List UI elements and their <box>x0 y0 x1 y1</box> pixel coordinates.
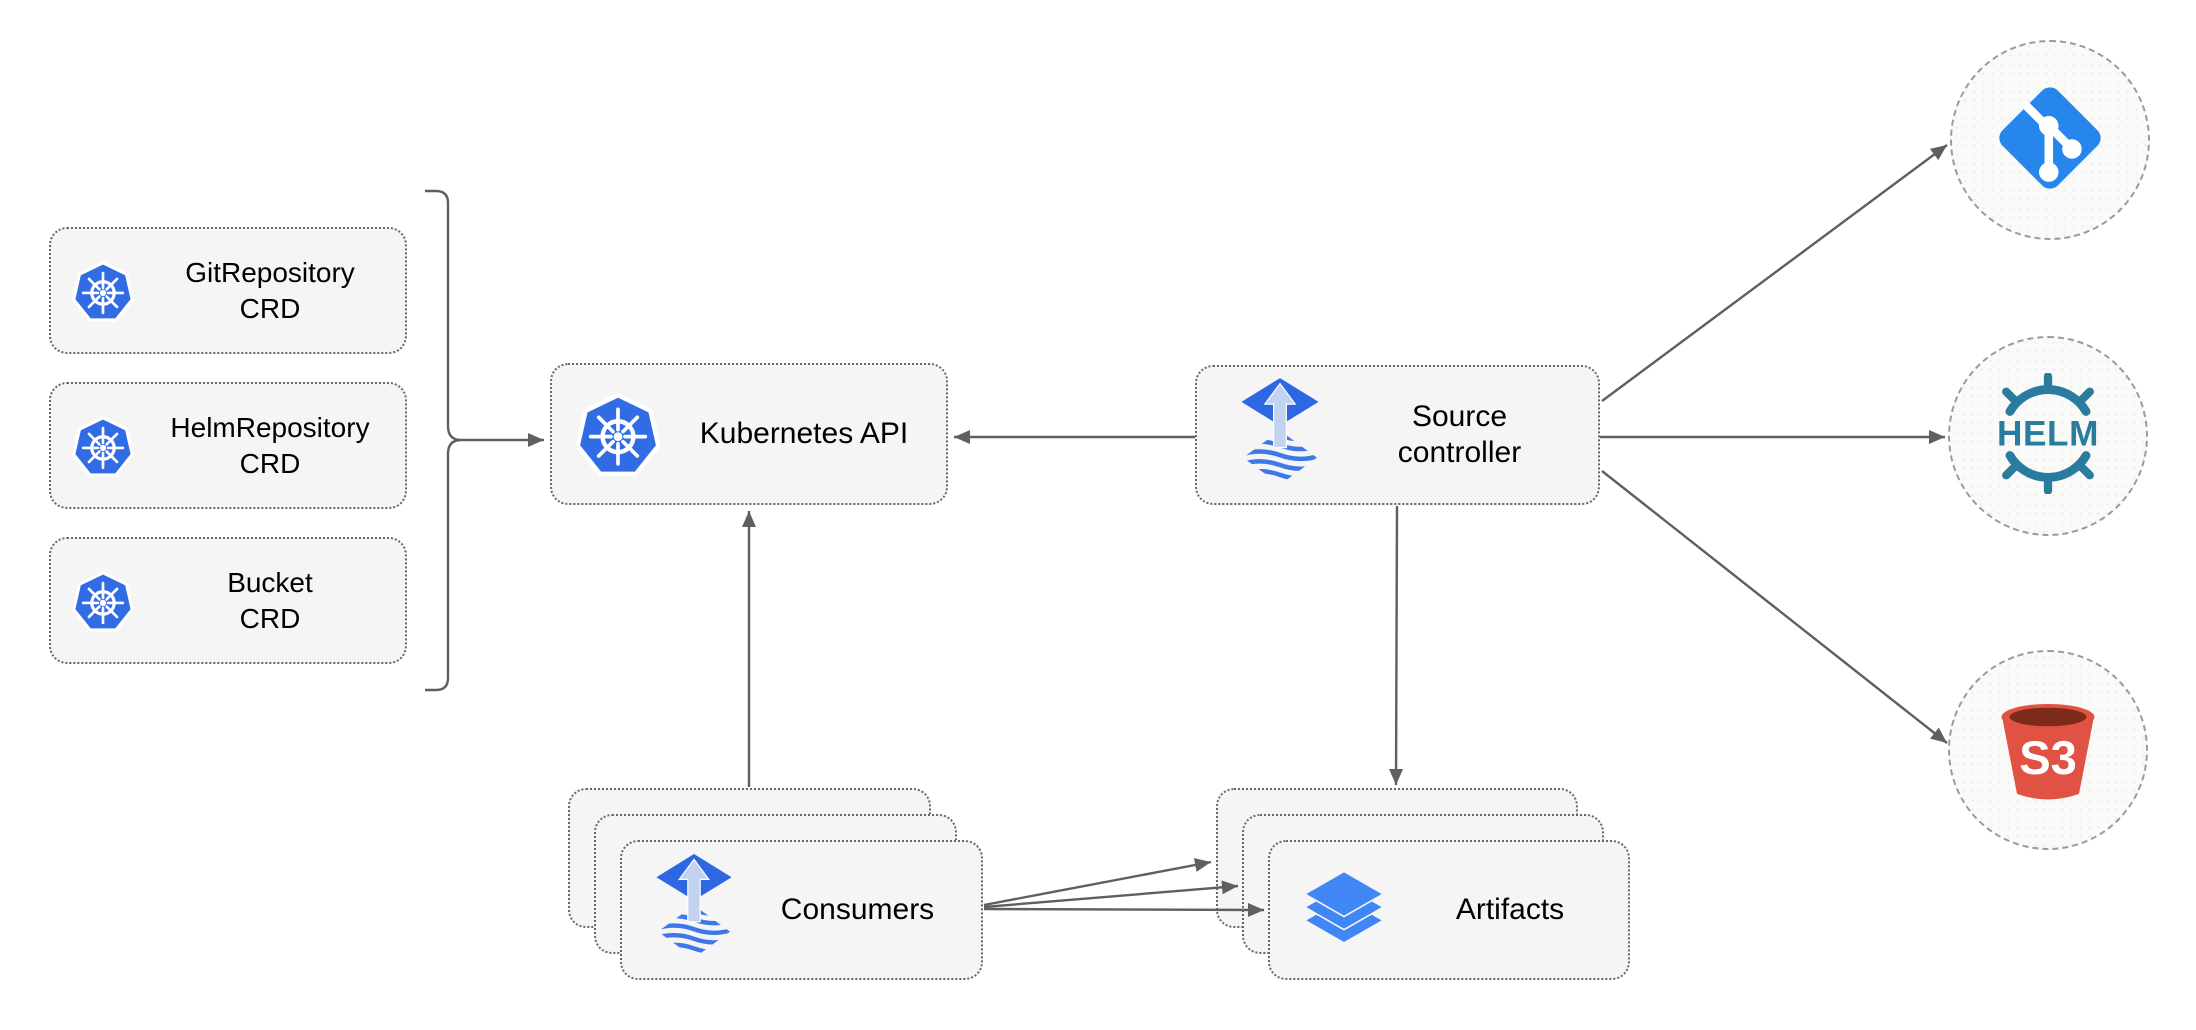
s3-bucket-icon: S3 <box>1986 686 2110 815</box>
node-s3-endpoint: S3 <box>1948 650 2148 850</box>
node-label: GitRepository CRD <box>185 256 355 324</box>
node-label: Artifacts <box>1455 893 1565 926</box>
edge-source-controller-to-git <box>1601 144 1948 402</box>
node-bucket-crd: Bucket CRD <box>49 537 407 664</box>
node-git-endpoint <box>1950 40 2150 240</box>
node-artifacts: Artifacts <box>1268 840 1630 980</box>
edge-consumers-to-artifacts-2 <box>983 880 1239 909</box>
node-kubernetes-api: Kubernetes API <box>550 363 948 505</box>
edge-source-controller-to-s3 <box>1601 470 1948 744</box>
crd-group-brace <box>425 189 462 692</box>
kubernetes-icon <box>574 390 662 478</box>
node-consumers: Consumers <box>620 840 983 980</box>
helm-icon: HELM <box>1982 372 2114 499</box>
node-helm-repository-crd: HelmRepository CRD <box>49 382 407 509</box>
node-label: HelmRepository CRD <box>170 411 370 479</box>
s3-logo-text: S3 <box>2019 731 2077 784</box>
flux-icon <box>654 854 734 966</box>
kubernetes-icon <box>71 414 135 478</box>
node-helm-endpoint: HELM <box>1948 336 2148 536</box>
kubernetes-icon <box>71 259 135 323</box>
node-git-repository-crd: GitRepository CRD <box>49 227 407 354</box>
layers-icon <box>1296 863 1392 957</box>
edge-source-controller-to-artifacts <box>1389 505 1404 786</box>
git-icon <box>1989 77 2111 204</box>
node-source-controller: Source controller <box>1195 365 1600 505</box>
node-label: Consumers <box>780 893 935 926</box>
kubernetes-icon <box>71 569 135 633</box>
node-label: Bucket CRD <box>227 566 313 634</box>
edge-consumers-to-artifacts-1 <box>983 858 1212 907</box>
node-label: Source controller <box>1397 400 1522 469</box>
flux-icon <box>1239 378 1321 493</box>
node-label: Kubernetes API <box>699 417 909 450</box>
helm-logo-text: HELM <box>1997 415 2099 454</box>
